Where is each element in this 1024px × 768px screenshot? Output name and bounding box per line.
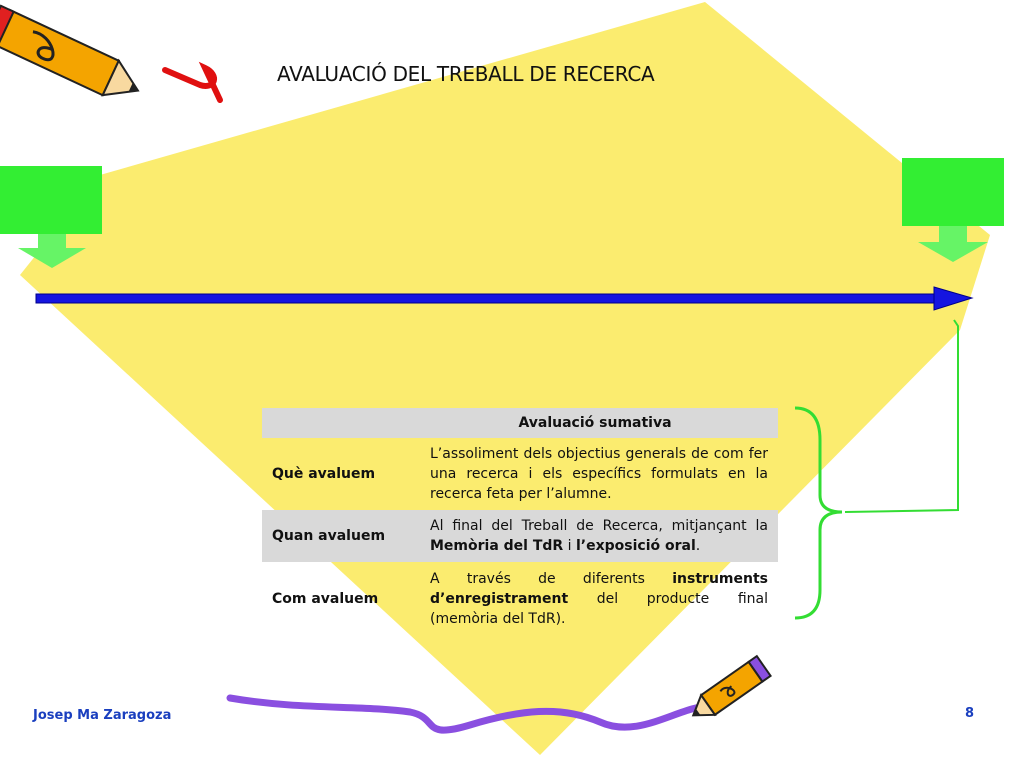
- red-scribble: [162, 61, 223, 103]
- evaluation-table: Avaluació sumativa Què avaluem L’assolim…: [262, 408, 778, 636]
- footer-author: Josep Ma Zaragoza: [33, 708, 172, 723]
- row-value: Al final del Treball de Recerca, mitjanç…: [420, 510, 778, 562]
- connector-line: [844, 319, 959, 513]
- row-label: Com avaluem: [272, 591, 379, 607]
- pencil-icon: [691, 654, 772, 717]
- squiggle-line: [226, 694, 716, 734]
- row-value: L’assoliment dels objectius generals de …: [430, 446, 768, 502]
- table-row: Què avaluem L’assoliment dels objectius …: [262, 438, 778, 510]
- yellow-kite-shape: [20, 2, 990, 755]
- right-down-arrow-icon: [902, 158, 1004, 262]
- timeline-arrow: [35, 286, 974, 311]
- table-row: Com avaluem A través de diferents instru…: [262, 562, 778, 636]
- page-number: 8: [965, 706, 975, 721]
- table-header: Avaluació sumativa: [262, 408, 778, 438]
- table-row: Quan avaluem Al final del Treball de Rec…: [262, 510, 778, 562]
- pencil-icon: [0, 4, 140, 97]
- page-title: AVALUACIÓ DEL TREBALL DE RECERCA: [277, 62, 655, 86]
- row-label: Quan avaluem: [262, 510, 420, 562]
- curly-brace: [794, 406, 843, 620]
- table-header-row: Avaluació sumativa: [262, 408, 778, 438]
- left-down-arrow-icon: [0, 166, 102, 268]
- row-label: Què avaluem: [272, 466, 376, 482]
- row-value: A través de diferents instruments d’enre…: [430, 571, 768, 627]
